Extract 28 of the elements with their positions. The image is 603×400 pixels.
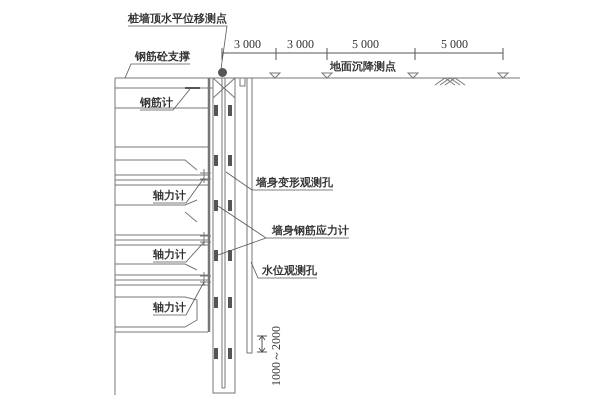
callout-label: 桩墙顶水平位移测点 xyxy=(128,12,227,25)
strain-gauge xyxy=(214,250,218,261)
callout-label: 轴力计 xyxy=(153,301,186,314)
leader-line xyxy=(226,172,334,190)
callout-label: 轴力计 xyxy=(153,189,186,202)
dimension-text: 1000～2000 xyxy=(270,326,283,386)
strain-gauge xyxy=(214,200,218,211)
dimension-text: 3 000 xyxy=(234,38,261,51)
leader-line xyxy=(140,88,190,110)
measurement-point xyxy=(218,68,227,77)
callout-label: 墙身钢筋应力计 xyxy=(272,224,349,237)
leader-line xyxy=(250,262,318,278)
leader-line xyxy=(218,238,266,256)
callout-label: 水位观测孔 xyxy=(262,264,317,277)
dimension-text: 3 000 xyxy=(287,38,314,51)
callout-label: 轴力计 xyxy=(153,248,186,261)
leader-line xyxy=(152,282,204,316)
leader-line xyxy=(128,26,228,70)
callout-label: 钢筋计 xyxy=(140,96,173,109)
callout-label: 墙身变形观测孔 xyxy=(256,176,333,189)
callout-label: 钢筋砼支撑 xyxy=(135,50,190,63)
leader-line xyxy=(218,206,350,238)
leader-line xyxy=(152,242,204,262)
dimension-text: 5 000 xyxy=(441,38,468,51)
leader-line xyxy=(152,178,204,204)
dimension-text: 5 000 xyxy=(352,38,379,51)
leader-line xyxy=(124,64,190,78)
annotation-label: 地面沉降测点 xyxy=(330,60,396,73)
